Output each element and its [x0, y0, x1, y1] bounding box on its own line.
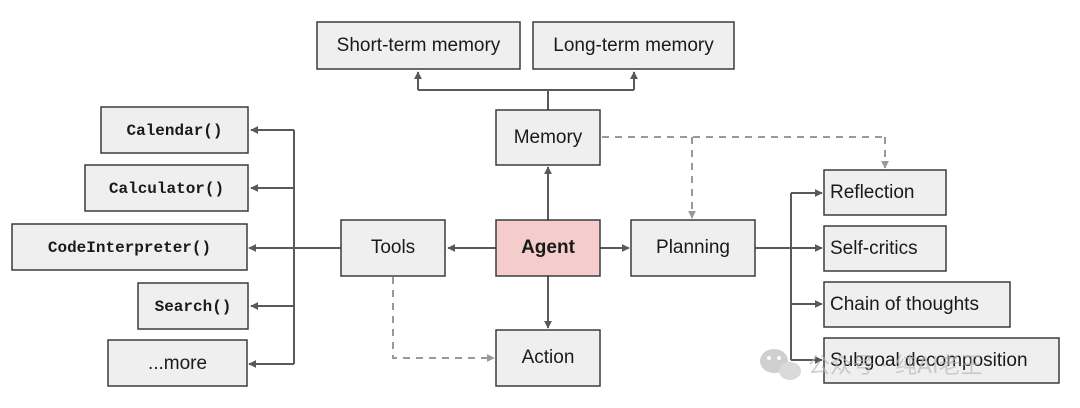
node-calculator: Calculator() [84, 164, 249, 212]
edge-tools-dashed-action [392, 277, 495, 362]
node-code-interpreter: CodeInterpreter() [11, 223, 248, 271]
node-label: Action [522, 347, 575, 368]
node-planning: Planning [630, 219, 756, 277]
node-label: Calendar() [126, 122, 222, 140]
watermark-text: 公众号 · 纯AI老王 [808, 354, 983, 379]
node-action: Action [495, 329, 601, 387]
node-calendar: Calendar() [100, 106, 249, 154]
node-memory: Memory [495, 109, 601, 166]
node-search: Search() [137, 282, 249, 330]
node-label: Agent [521, 237, 576, 258]
node-short-term-memory: Short-term memory [316, 21, 521, 70]
node-label: CodeInterpreter() [48, 239, 211, 257]
node-self-critics: Self-critics [823, 225, 947, 272]
edges [248, 71, 889, 368]
node-tools: Tools [340, 219, 446, 277]
node-label: Planning [656, 237, 730, 258]
node-label: Subgoal decomposition [830, 350, 1028, 371]
node-more: ...more [107, 339, 248, 387]
node-label: Reflection [830, 182, 915, 203]
node-long-term-memory: Long-term memory [532, 21, 735, 70]
node-subgoal-decomposition: Subgoal decomposition [823, 337, 1060, 384]
node-label: Calculator() [109, 180, 224, 198]
wechat-icon [760, 349, 801, 380]
node-label: Tools [371, 237, 415, 258]
node-label: ...more [148, 353, 207, 374]
node-label: Chain of thoughts [830, 294, 979, 315]
node-label: Search() [155, 298, 232, 316]
watermark: 公众号 · 纯AI老王 [760, 349, 983, 380]
node-agent: Agent [495, 219, 601, 277]
node-label: Memory [514, 127, 583, 148]
node-reflection: Reflection [823, 169, 947, 216]
node-label: Long-term memory [553, 35, 714, 56]
node-label: Short-term memory [337, 35, 501, 56]
node-chain-of-thoughts: Chain of thoughts [823, 281, 1011, 328]
node-label: Self-critics [830, 238, 918, 259]
